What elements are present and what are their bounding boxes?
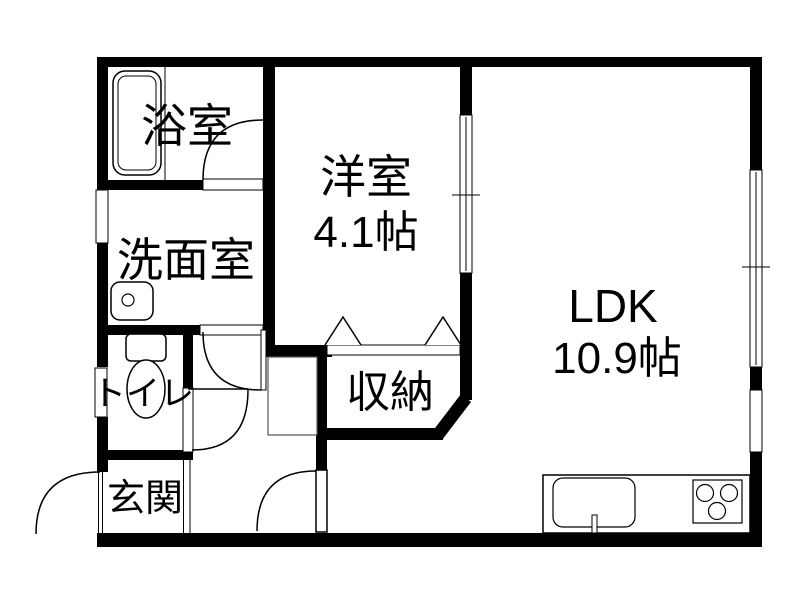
wall-top (97, 57, 762, 67)
label-storage: 収納 (346, 368, 434, 417)
wall-bottom (97, 533, 762, 547)
interior-walls (97, 67, 472, 470)
wall-entrance-top (97, 450, 193, 460)
window-room-divider (452, 114, 480, 274)
wall-right-upper (750, 57, 762, 170)
fixtures (110, 67, 751, 534)
wall-room-ldk-upper (460, 67, 472, 115)
doors (35, 119, 328, 535)
wall-washroom-bottom (97, 325, 200, 335)
windows (94, 114, 770, 453)
shoe-cabinet (267, 356, 318, 436)
wall-left-lower (97, 417, 108, 472)
room-labels: 浴室 洗面室 トイレ 玄関 洋室 4.1帖 収納 LDK 10.9帖 (92, 100, 682, 520)
wall-left-middle (97, 243, 108, 367)
ldk-hall-door (256, 469, 328, 533)
entrance-step-lines (183, 460, 191, 533)
toilet-door (182, 387, 249, 453)
window-washroom-left (95, 189, 109, 244)
washroom-door (199, 324, 267, 391)
washbasin (110, 281, 154, 321)
wall-left-upper (97, 57, 108, 190)
kitchen-stove (692, 479, 743, 524)
bathroom-door (202, 119, 264, 191)
label-toilet: トイレ (92, 375, 194, 413)
wall-right-lower (750, 452, 762, 547)
toilet-fixture (125, 333, 167, 419)
outer-walls (97, 57, 762, 547)
label-washroom: 洗面室 (117, 234, 255, 286)
wall-right-middle (750, 367, 762, 390)
storage-folding-doors (324, 315, 462, 356)
wall-hall-storage-top (263, 345, 332, 357)
bathtub (112, 70, 162, 176)
label-ldk-size: 10.9帖 (552, 334, 682, 383)
kitchen-faucet (591, 514, 598, 534)
window-toilet-left (94, 367, 108, 418)
label-western-room: 洋室 (320, 151, 412, 203)
label-western-room-size: 4.1帖 (313, 208, 418, 257)
label-ldk: LDK (568, 280, 658, 332)
wall-room-ldk-lower (460, 273, 472, 400)
wall-washroom-right (263, 67, 275, 357)
window-ldk-right-large (742, 169, 770, 368)
window-ldk-right-small (749, 389, 763, 453)
wall-toilet-right (183, 325, 193, 390)
entrance-door (35, 471, 103, 535)
wall-storage-left (316, 357, 327, 470)
wall-storage-bottom (327, 428, 443, 440)
label-entrance: 玄関 (107, 478, 183, 520)
kitchen-counter (542, 474, 751, 534)
label-bathroom: 浴室 (141, 100, 233, 152)
wall-diagonal-corner (432, 394, 471, 440)
wall-bathroom-bottom (97, 180, 203, 190)
